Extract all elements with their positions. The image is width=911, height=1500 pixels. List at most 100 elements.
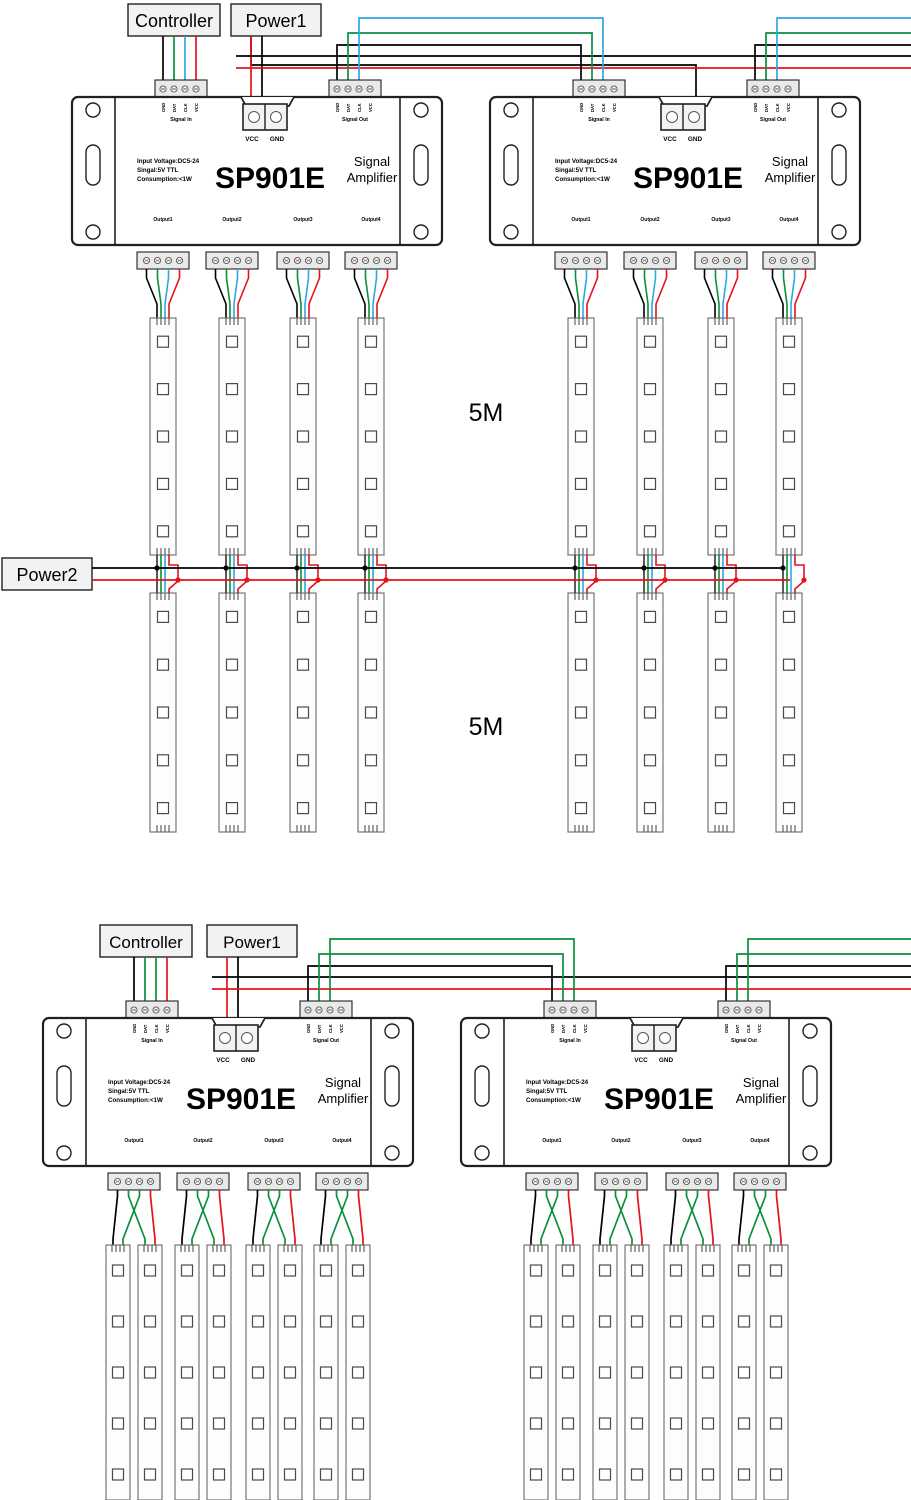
pin-label-dat: DAT (590, 103, 595, 112)
output-wire-crossed (530, 1190, 537, 1245)
output-wire-crossed (191, 1190, 210, 1245)
led-chip (701, 1315, 715, 1328)
led-chip (283, 1264, 297, 1277)
led-chip (574, 525, 588, 538)
led-chip (364, 754, 378, 767)
led-chip (225, 430, 239, 443)
led-chip (574, 754, 588, 767)
output-wire (308, 269, 321, 318)
led-chip (643, 430, 657, 443)
terminal-screw-icon (215, 1177, 224, 1186)
led-chip (143, 1264, 157, 1277)
device-function-line1: Signal (325, 1075, 361, 1090)
pin-label-gnd: GND (579, 103, 584, 112)
output-wire (782, 269, 788, 318)
model-name: SP901E (604, 1083, 714, 1116)
led-chip (574, 430, 588, 443)
led-chip (630, 1417, 644, 1430)
pin-label-vcc: VCC (786, 103, 791, 112)
terminal-screw-icon (204, 1177, 213, 1186)
terminal-screw-icon (739, 1177, 748, 1186)
led-chip (143, 1315, 157, 1328)
led-chip (156, 335, 170, 348)
bottom-power-rails (212, 976, 911, 990)
output-terminal-block (276, 251, 330, 270)
output-wire (722, 269, 728, 318)
controller-label: Controller (135, 11, 213, 31)
output-wire-crossed (320, 1190, 327, 1245)
terminal-screw-icon (282, 256, 291, 265)
led-chip (351, 1366, 365, 1379)
led-chip (737, 1366, 751, 1379)
terminal-screw-icon (779, 256, 788, 265)
pin-label-vcc: VCC (583, 1024, 588, 1033)
output-wire (655, 269, 668, 318)
output-wire-crossed (753, 1190, 772, 1245)
led-chip (283, 1417, 297, 1430)
terminal-screw-icon (711, 256, 720, 265)
output-terminal-block (205, 251, 259, 270)
bottom-amp2-out-wires (725, 938, 911, 1001)
terminal-screw-icon (582, 256, 591, 265)
led-chip (225, 801, 239, 815)
terminal-screw-icon (293, 256, 302, 265)
led-chip (180, 1264, 194, 1277)
output-wire-crossed (680, 1190, 699, 1245)
led-chip (143, 1468, 157, 1481)
spec-line-2: Singal:5V TTL (137, 167, 178, 174)
signal-out-label: Signal Out (760, 117, 786, 123)
pin-label-gnd: GND (753, 103, 758, 112)
output-label-2: Output2 (222, 217, 241, 223)
output-wire (237, 269, 250, 318)
led-chip (225, 335, 239, 348)
led-chip (529, 1468, 543, 1481)
pin-label-gnd: GND (550, 1024, 555, 1033)
output-wire-crossed (540, 1190, 559, 1245)
output-wire-crossed (614, 1190, 633, 1245)
led-chip (769, 1468, 783, 1481)
led-chip (529, 1264, 543, 1277)
led-chip (251, 1315, 265, 1328)
signal-in-terminal (572, 79, 626, 98)
bottom-controller-box: Controller (99, 924, 193, 958)
terminal-screw-icon (350, 256, 359, 265)
terminal-screw-icon (332, 1177, 341, 1186)
amplifier-2-bottom: VCC GND GND DAT CLK VCC Signal In GND DA… (459, 1000, 833, 1168)
led-chip (714, 430, 728, 443)
signal-out-label: Signal Out (731, 1038, 757, 1044)
terminal-screw-icon (733, 256, 742, 265)
terminal-screw-icon (772, 1177, 781, 1186)
pin-label-dat: DAT (561, 1024, 566, 1033)
pin-label-clk: CLK (357, 103, 362, 112)
led-chip (319, 1366, 333, 1379)
led-chip (574, 335, 588, 348)
output-wire (304, 269, 310, 318)
output-terminal-block (623, 251, 677, 270)
terminal-screw-icon (671, 1177, 680, 1186)
output-wire-crossed (262, 1190, 281, 1245)
terminal-screw-icon (343, 1177, 352, 1186)
led-chip (283, 1315, 297, 1328)
output-terminal-block (525, 1172, 579, 1191)
led-chip (111, 1315, 125, 1328)
gnd-label: GND (270, 136, 285, 143)
controller-to-amp1-wires (162, 36, 197, 80)
output-wire-crossed (149, 1190, 156, 1245)
output-wire (794, 269, 807, 318)
terminal-screw-icon (275, 1177, 284, 1186)
led-chip (364, 525, 378, 538)
led-chip (529, 1366, 543, 1379)
terminal-screw-icon (113, 1177, 122, 1186)
pin-label-vcc: VCC (612, 103, 617, 112)
model-name: SP901E (186, 1083, 296, 1116)
terminal-screw-icon (304, 256, 313, 265)
led-chip (296, 430, 310, 443)
power2-box: Power2 (1, 557, 93, 591)
terminal-screw-icon (553, 1177, 562, 1186)
led-chip (574, 610, 588, 624)
signal-out-terminal (328, 79, 382, 98)
signal-out-terminal (299, 1000, 353, 1019)
amp1-out-to-amp2-in-wires (336, 17, 604, 80)
output-label-1: Output1 (153, 217, 172, 223)
